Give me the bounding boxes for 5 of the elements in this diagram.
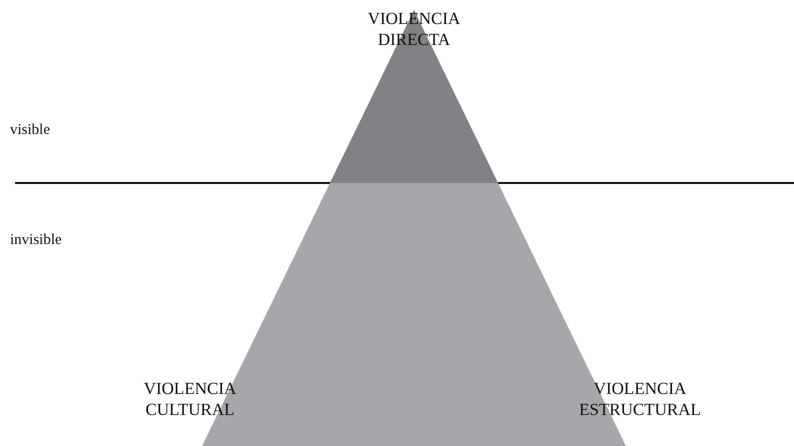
vertex-label: VIOLENCIA DIRECTA — [366, 8, 462, 50]
zone-label: visible — [10, 122, 50, 139]
vertex-label: VIOLENCIA ESTRUCTURAL — [578, 378, 702, 420]
zone-label: invisible — [10, 232, 62, 249]
vertex-label: VIOLENCIA CULTURAL — [142, 378, 238, 420]
